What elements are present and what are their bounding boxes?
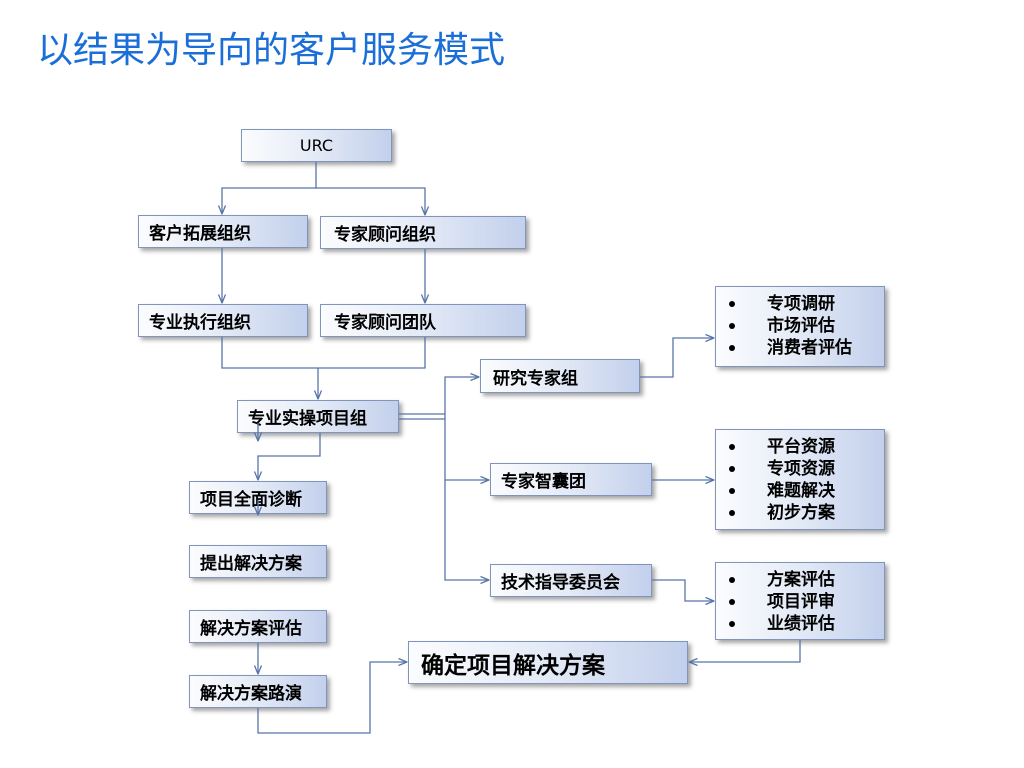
list-item-label: 市场评估 (767, 316, 835, 336)
node-label: URC (299, 136, 334, 155)
node-label: 提出解决方案 (200, 554, 302, 574)
connector-committee-tasks-to-final (689, 640, 801, 662)
node-professional-execution-org: 专业执行组织 (138, 304, 308, 337)
research-tasks-box: 专项调研 市场评估 消费者评估 (715, 286, 885, 367)
think-tank-tasks-box: 平台资源 专项资源 难题解决 初步方案 (715, 429, 885, 530)
list-item-label: 业绩评估 (767, 614, 835, 634)
connector-join-execution-expert-team (221, 337, 426, 369)
node-label: 专业执行组织 (149, 313, 251, 333)
list-item: 业绩评估 (716, 613, 884, 635)
node-technical-committee: 技术指导委员会 (490, 564, 652, 597)
connector-project-team-to-diagnosis (258, 433, 321, 480)
node-final-solution: 确定项目解决方案 (408, 641, 688, 684)
list-item-label: 方案评估 (767, 570, 835, 590)
connector-committee-to-tasks (652, 579, 714, 601)
list-item-label: 难题解决 (767, 481, 835, 501)
list-item-label: 平台资源 (767, 437, 835, 457)
bullet-icon (729, 621, 735, 627)
node-full-diagnosis: 项目全面诊断 (189, 481, 327, 514)
bullet-list: 专项调研 市场评估 消费者评估 (716, 293, 884, 359)
bullet-icon (729, 599, 735, 605)
node-label: 项目全面诊断 (200, 490, 302, 510)
bullet-icon (729, 577, 735, 583)
list-item: 项目评审 (716, 591, 884, 613)
connector-urc-to-customer-expansion (222, 162, 317, 214)
list-item-label: 项目评审 (767, 592, 835, 612)
connector-research-group-to-tasks (640, 338, 714, 378)
bullet-icon (729, 323, 735, 329)
list-item: 平台资源 (716, 436, 884, 458)
node-label: 研究专家组 (493, 368, 578, 389)
node-solution-roadshow: 解决方案路演 (189, 675, 327, 708)
node-label: 解决方案评估 (200, 619, 302, 639)
list-item: 难题解决 (716, 480, 884, 502)
list-item: 方案评估 (716, 569, 884, 591)
bullet-icon (729, 444, 735, 450)
node-label: 确定项目解决方案 (421, 652, 605, 679)
node-label: 技术指导委员会 (501, 573, 620, 593)
node-solution-evaluation: 解决方案评估 (189, 610, 327, 643)
node-label: 专家顾问团队 (334, 313, 436, 333)
list-item-label: 专项调研 (767, 294, 835, 314)
node-label: 客户拓展组织 (149, 224, 251, 244)
list-item: 初步方案 (716, 502, 884, 524)
bullet-icon (729, 301, 735, 307)
bullet-icon (729, 466, 735, 472)
node-label: 专家顾问组织 (334, 225, 436, 245)
node-label: 专家智囊团 (501, 472, 586, 492)
committee-tasks-box: 方案评估 项目评审 业绩评估 (715, 562, 885, 640)
node-expert-think-tank: 专家智囊团 (490, 463, 652, 496)
list-item-label: 专项资源 (767, 459, 835, 479)
list-item-label: 消费者评估 (767, 338, 852, 358)
node-project-team: 专业实操项目组 (237, 400, 399, 433)
list-item: 专项调研 (716, 293, 884, 315)
list-item-label: 初步方案 (767, 503, 835, 523)
bullet-icon (729, 488, 735, 494)
bullet-icon (729, 345, 735, 351)
bullet-icon (729, 510, 735, 516)
node-label: 解决方案路演 (200, 684, 302, 704)
connector-branch-to-committee (444, 414, 489, 580)
connector-urc-to-expert-advisory (316, 187, 425, 215)
bullet-list: 平台资源 专项资源 难题解决 初步方案 (716, 436, 884, 524)
node-propose-solution: 提出解决方案 (189, 545, 327, 578)
node-urc: URC (241, 129, 392, 162)
list-item: 消费者评估 (716, 337, 884, 359)
bullet-list: 方案评估 项目评审 业绩评估 (716, 569, 884, 635)
node-label: 专业实操项目组 (248, 409, 367, 429)
page-title: 以结果为导向的客户服务模式 (37, 30, 506, 71)
node-research-expert-group: 研究专家组 (480, 359, 640, 393)
list-item: 市场评估 (716, 315, 884, 337)
node-expert-advisory-team: 专家顾问团队 (320, 304, 526, 337)
node-customer-expansion-org: 客户拓展组织 (138, 215, 308, 248)
node-expert-advisory-org: 专家顾问组织 (320, 216, 526, 249)
connector-branch-to-research-group (444, 377, 479, 414)
list-item: 专项资源 (716, 458, 884, 480)
